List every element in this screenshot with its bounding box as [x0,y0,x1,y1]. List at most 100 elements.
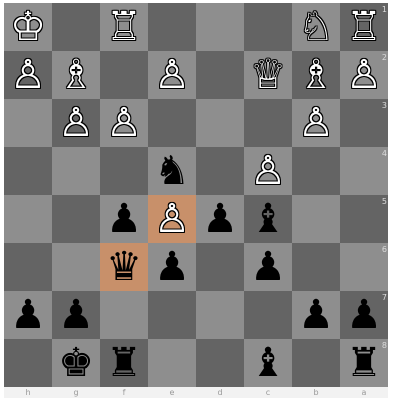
square-g2[interactable]: ♗ [52,51,100,99]
white-pawn-icon[interactable]: ♙ [250,147,286,195]
square-b6[interactable] [292,243,340,291]
square-g6[interactable] [52,243,100,291]
square-d4[interactable] [196,147,244,195]
black-rook-icon[interactable]: ♜ [346,339,382,387]
square-c5[interactable]: ♝ [244,195,292,243]
black-pawn-icon[interactable]: ♟ [250,243,286,291]
square-h6[interactable] [4,243,52,291]
square-g3[interactable]: ♙ [52,99,100,147]
black-bishop-icon[interactable]: ♝ [250,339,286,387]
square-b5[interactable] [292,195,340,243]
square-g7[interactable]: ♟ [52,291,100,339]
square-g5[interactable] [52,195,100,243]
square-f4[interactable] [100,147,148,195]
square-a8[interactable]: ♜8 [340,339,388,387]
black-pawn-icon[interactable]: ♟ [58,291,94,339]
black-pawn-icon[interactable]: ♟ [10,291,46,339]
square-f5[interactable]: ♟ [100,195,148,243]
black-bishop-icon[interactable]: ♝ [250,195,286,243]
black-pawn-icon[interactable]: ♟ [346,291,382,339]
square-a1[interactable]: ♖1 [340,3,388,51]
black-pawn-icon[interactable]: ♟ [202,195,238,243]
square-d3[interactable] [196,99,244,147]
square-e4[interactable]: ♞ [148,147,196,195]
rank-label-8: 8 [382,341,387,350]
square-f8[interactable]: ♜ [100,339,148,387]
square-e1[interactable] [148,3,196,51]
square-h2[interactable]: ♙ [4,51,52,99]
black-rook-icon[interactable]: ♜ [106,339,142,387]
square-c3[interactable] [244,99,292,147]
file-label-d: d [196,387,244,398]
square-f7[interactable] [100,291,148,339]
square-h3[interactable] [4,99,52,147]
white-king-icon[interactable]: ♔ [10,3,46,51]
square-e2[interactable]: ♙ [148,51,196,99]
square-d2[interactable] [196,51,244,99]
white-pawn-icon[interactable]: ♙ [58,99,94,147]
black-pawn-icon[interactable]: ♟ [106,195,142,243]
white-pawn-icon[interactable]: ♙ [154,195,190,243]
square-f6[interactable]: ♛ [100,243,148,291]
square-h1[interactable]: ♔ [4,3,52,51]
square-b8[interactable] [292,339,340,387]
square-e7[interactable] [148,291,196,339]
square-f1[interactable]: ♖ [100,3,148,51]
black-pawn-icon[interactable]: ♟ [154,243,190,291]
square-a3[interactable]: 3 [340,99,388,147]
white-pawn-icon[interactable]: ♙ [106,99,142,147]
square-h7[interactable]: ♟ [4,291,52,339]
square-a7[interactable]: ♟7 [340,291,388,339]
black-queen-icon[interactable]: ♛ [106,243,142,291]
square-h8[interactable] [4,339,52,387]
square-g1[interactable] [52,3,100,51]
square-f2[interactable] [100,51,148,99]
square-c4[interactable]: ♙ [244,147,292,195]
square-b4[interactable] [292,147,340,195]
black-knight-icon[interactable]: ♞ [154,147,190,195]
square-b7[interactable]: ♟ [292,291,340,339]
white-rook-icon[interactable]: ♖ [106,3,142,51]
white-pawn-icon[interactable]: ♙ [10,51,46,99]
square-b3[interactable]: ♙ [292,99,340,147]
square-f3[interactable]: ♙ [100,99,148,147]
white-knight-icon[interactable]: ♘ [298,3,334,51]
square-d7[interactable] [196,291,244,339]
square-b2[interactable]: ♗ [292,51,340,99]
square-g4[interactable] [52,147,100,195]
square-d6[interactable] [196,243,244,291]
file-label-f: f [100,387,148,398]
square-a2[interactable]: ♙2 [340,51,388,99]
square-c8[interactable]: ♝ [244,339,292,387]
square-b1[interactable]: ♘ [292,3,340,51]
white-rook-icon[interactable]: ♖ [346,3,382,51]
square-a4[interactable]: 4 [340,147,388,195]
square-a6[interactable]: 6 [340,243,388,291]
square-h5[interactable] [4,195,52,243]
white-queen-icon[interactable]: ♕ [250,51,286,99]
square-a5[interactable]: 5 [340,195,388,243]
white-pawn-icon[interactable]: ♙ [346,51,382,99]
black-pawn-icon[interactable]: ♟ [298,291,334,339]
square-e3[interactable] [148,99,196,147]
square-g8[interactable]: ♚ [52,339,100,387]
rank-label-1: 1 [382,5,387,14]
white-pawn-icon[interactable]: ♙ [298,99,334,147]
square-c2[interactable]: ♕ [244,51,292,99]
white-pawn-icon[interactable]: ♙ [154,51,190,99]
white-bishop-icon[interactable]: ♗ [298,51,334,99]
square-h4[interactable] [4,147,52,195]
square-d8[interactable] [196,339,244,387]
square-e8[interactable] [148,339,196,387]
square-c7[interactable] [244,291,292,339]
white-bishop-icon[interactable]: ♗ [58,51,94,99]
square-c6[interactable]: ♟ [244,243,292,291]
black-king-icon[interactable]: ♚ [58,339,94,387]
rank-label-4: 4 [382,149,387,158]
square-d1[interactable] [196,3,244,51]
square-c1[interactable] [244,3,292,51]
square-e6[interactable]: ♟ [148,243,196,291]
square-d5[interactable]: ♟ [196,195,244,243]
rank-label-7: 7 [382,293,387,302]
square-e5[interactable]: ♙ [148,195,196,243]
